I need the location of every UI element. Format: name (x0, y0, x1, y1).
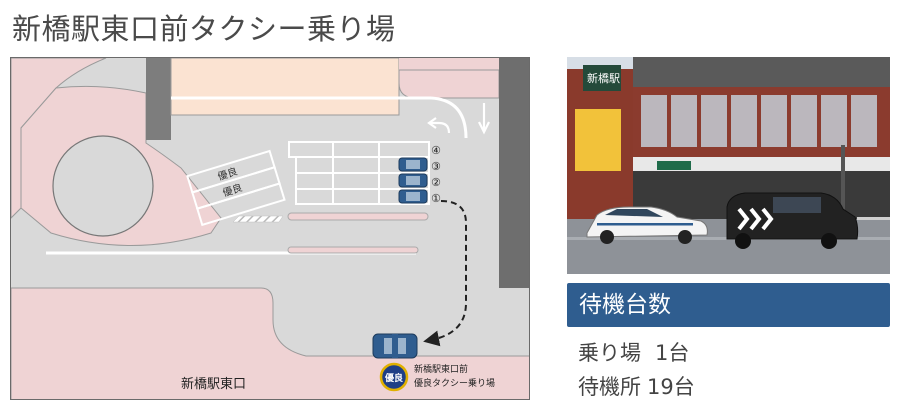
map-canvas: 優良 優良 ④ ③ ② ① (11, 58, 529, 399)
waiting-count-header: 待機台数 (567, 283, 890, 327)
legend-line-1: 新橋駅東口前 (414, 363, 468, 375)
sidewalk-corner (398, 69, 500, 99)
stat-label: 乗り場 (578, 341, 641, 365)
priority-logo-text: 優良 (384, 372, 403, 384)
waiting-car (398, 173, 428, 188)
waiting-grid (288, 141, 430, 205)
photo-canvas: 新橋駅 (567, 57, 890, 274)
sidewalk-top-right (399, 58, 499, 70)
station-sign-text: 新橋駅 (587, 71, 620, 85)
u-turn-line (430, 96, 468, 139)
stall-label-1: ① (431, 192, 441, 205)
green-sign (657, 161, 691, 170)
building-wall-right (499, 58, 529, 288)
windows (641, 95, 877, 147)
stat-row-taxi-stand: 乗り場 1台 (578, 337, 689, 367)
pickup-taxi (372, 333, 418, 359)
taxi-stand-map: 優良 優良 ④ ③ ② ① (10, 57, 530, 400)
turn-arrow-head (427, 117, 437, 129)
sign-pole (841, 145, 845, 221)
priority-logo-icon (379, 362, 409, 392)
hatched-zone (232, 215, 284, 223)
waiting-car (398, 189, 428, 204)
turn-arrow-line (431, 121, 451, 134)
legend: 優良 新橋駅東口前 優良タクシー乗り場 (379, 362, 495, 392)
median-bottom (287, 246, 419, 254)
down-arrow-head (478, 121, 490, 135)
roundabout-circle (52, 135, 154, 237)
legend-line-2: 優良タクシー乗り場 (414, 377, 495, 389)
taxi-stand-photo: 新橋駅 (567, 57, 890, 274)
page-title: 新橋駅東口前タクシー乗り場 (12, 12, 396, 46)
canopy (633, 157, 890, 171)
building-roof (633, 57, 890, 87)
stat-value: 19台 (647, 375, 695, 399)
white-taxi (586, 206, 708, 244)
stat-value: 1台 (655, 341, 690, 365)
stall-label-4: ④ (431, 144, 441, 157)
yellow-board (575, 109, 621, 171)
stall-label-3: ③ (431, 160, 441, 173)
median-top (287, 212, 429, 221)
building-wall-left (146, 58, 171, 140)
stat-label: 待機所 (578, 375, 641, 399)
station-building (170, 58, 400, 116)
waiting-car (398, 157, 428, 172)
black-taxi (726, 192, 859, 249)
station-sign (583, 65, 621, 91)
stall-label-2: ② (431, 176, 441, 189)
area-label-shinbashi-east: 新橋駅東口 (181, 376, 246, 392)
route-dashed-arrow (423, 200, 467, 347)
